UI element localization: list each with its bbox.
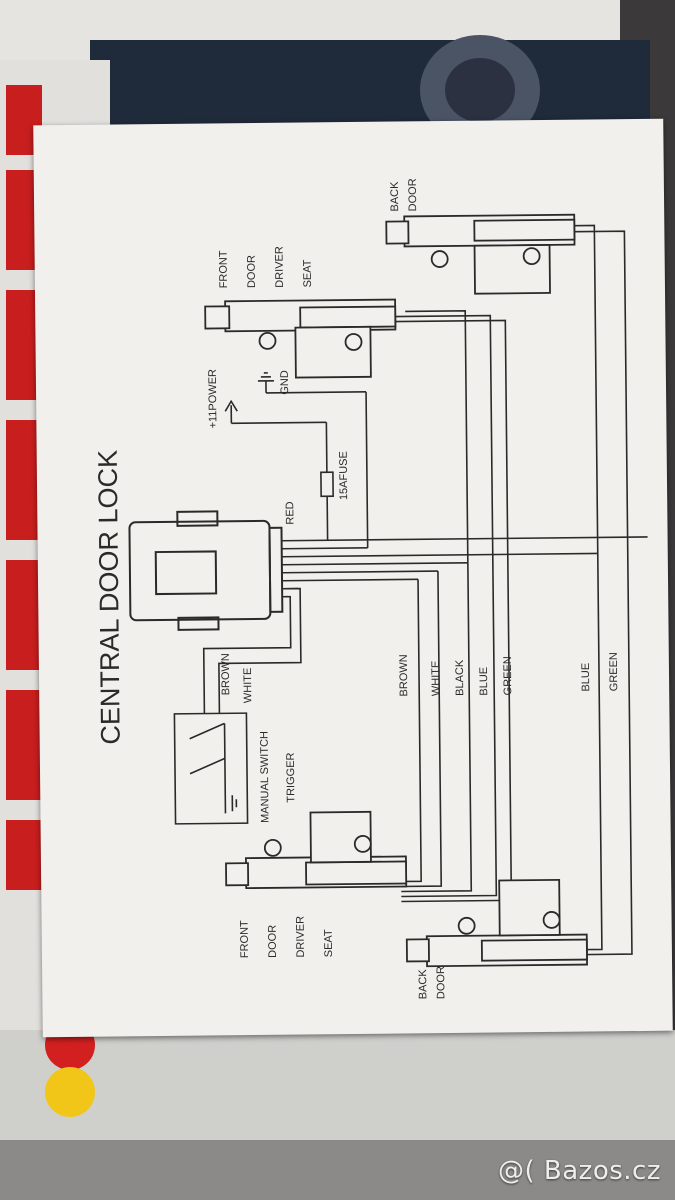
label-front-right-2: DOOR: [246, 255, 258, 288]
watermark-text: @( Bazos.cz: [498, 1156, 661, 1186]
power-circuit: [224, 372, 369, 548]
diagram-title: CENTRAL DOOR LOCK: [93, 450, 126, 745]
wire-label-green2: GREEN: [608, 652, 620, 691]
label-front-left-2: DOOR: [267, 925, 279, 958]
wire-label-blue2: BLUE: [580, 663, 592, 692]
label-brown-switch: BROWN: [220, 653, 232, 695]
yellow-dot: [45, 1067, 95, 1117]
wire-label-green: GREEN: [502, 656, 514, 695]
label-trigger: TRIGGER: [285, 752, 298, 802]
top-wires: [395, 224, 629, 563]
label-red: RED: [284, 501, 296, 524]
actuator-back-top: [385, 213, 576, 295]
wire-label-brown: BROWN: [398, 654, 410, 696]
wire-label-black: BLACK: [454, 659, 466, 696]
label-back-bottom-2: DOOR: [435, 966, 447, 999]
label-back-top-2: DOOR: [407, 178, 419, 211]
actuator-back-bottom: [405, 878, 588, 968]
manual-switch: [173, 587, 302, 825]
wire-label-blue: BLUE: [478, 667, 490, 696]
label-front-right-4: SEAT: [302, 259, 314, 287]
label-front-right-3: DRIVER: [274, 246, 286, 288]
label-front-left-1: FRONT: [239, 920, 251, 958]
wiring-diagram: CENTRAL DOOR LOCK: [93, 178, 648, 1000]
actuator-front-left: [225, 810, 408, 890]
label-back-bottom-1: BACK: [417, 969, 429, 1000]
wiring-diagram-sheet: CENTRAL DOOR LOCK: [33, 118, 673, 1038]
label-fuse: 15AFUSE: [338, 451, 351, 500]
module-harness: [281, 536, 648, 598]
label-gnd: GND: [279, 370, 291, 395]
control-module: [128, 510, 284, 631]
label-front-left-3: DRIVER: [295, 916, 307, 958]
label-front-left-4: SEAT: [323, 929, 335, 957]
label-power: +11POWER: [207, 369, 220, 429]
actuator-front-right: [204, 298, 397, 379]
wire-label-white: WHITE: [430, 661, 442, 697]
label-front-right-1: FRONT: [218, 250, 230, 288]
bus-wires: [401, 537, 633, 956]
label-manual-switch: MANUAL SWITCH: [259, 731, 272, 823]
label-back-top-1: BACK: [389, 181, 401, 212]
label-white-switch: WHITE: [242, 668, 254, 704]
